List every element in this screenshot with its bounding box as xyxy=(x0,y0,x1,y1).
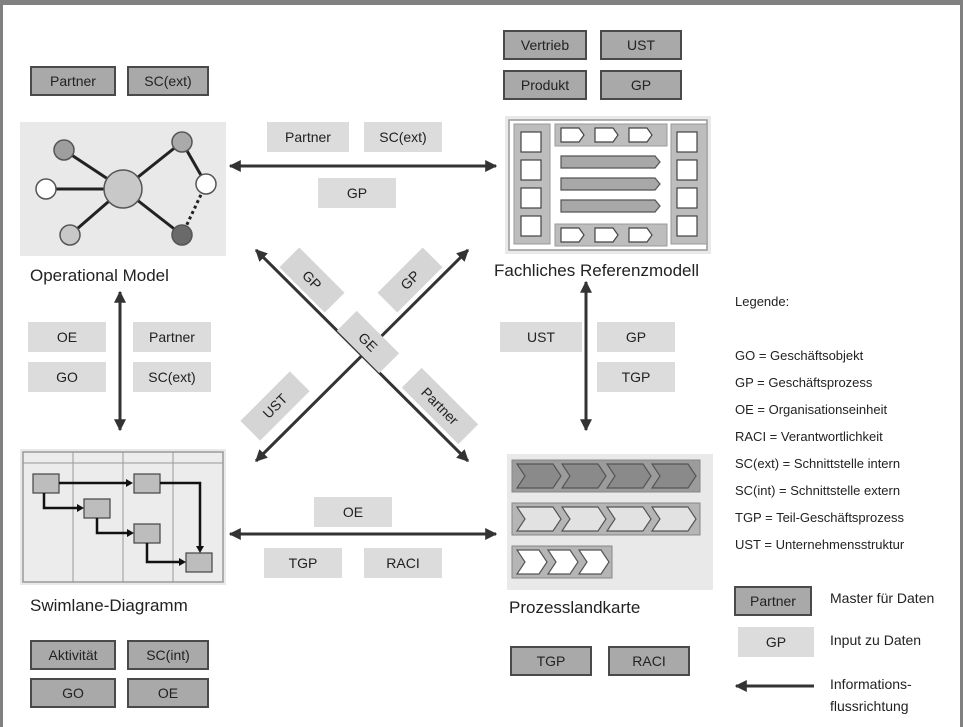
om-input-tag-partner: Partner xyxy=(133,322,211,352)
rm-master-tag-ust: UST xyxy=(600,30,682,60)
legend-entry-gp: GP = Geschäftsprozess xyxy=(735,375,873,390)
network-graphic xyxy=(35,131,217,246)
sw-master-tag-go: GO xyxy=(30,678,116,708)
referenzmodell-title: Fachliches Referenzmodell xyxy=(494,261,700,280)
pk-master-tag-tgp: TGP xyxy=(510,646,592,676)
bottom-flow-tag-raci: RACI xyxy=(364,548,442,578)
top-flow-tag-partner: Partner xyxy=(267,122,349,152)
legend-key-master-tag: Partner xyxy=(734,586,812,616)
rm-master-tag-produkt: Produkt xyxy=(503,70,587,100)
sw-master-tag-scint: SC(int) xyxy=(127,640,209,670)
operational-model-title: Operational Model xyxy=(30,266,169,285)
legend-key-input-text: Input zu Daten xyxy=(830,632,922,648)
prozesslandkarte-graphic xyxy=(511,459,701,579)
rm-master-tag-vertrieb: Vertrieb xyxy=(503,30,587,60)
referenzmodell-graphic xyxy=(508,119,708,251)
rm-input-tag-gp: GP xyxy=(597,322,675,352)
rm-input-tag-tgp: TGP xyxy=(597,362,675,392)
sw-master-tag-oe: OE xyxy=(127,678,209,708)
top-flow-tag-scext: SC(ext) xyxy=(364,122,442,152)
swimlane-title: Swimlane-Diagramm xyxy=(30,596,188,615)
referenzmodell-thumbnail xyxy=(505,116,711,254)
bottom-flow-tag-oe: OE xyxy=(314,497,392,527)
operational-model-thumbnail xyxy=(20,122,226,256)
legend-title: Legende: xyxy=(735,294,790,309)
legend-key-input-tag: GP xyxy=(738,627,814,657)
om-master-tag-scext: SC(ext) xyxy=(127,66,209,96)
om-input-tag-scext: SC(ext) xyxy=(133,362,211,392)
rm-input-tag-ust: UST xyxy=(500,322,582,352)
legend-entry-tgp: TGP = Teil-Geschäftsprozess xyxy=(735,510,904,525)
om-master-tag-partner: Partner xyxy=(30,66,116,96)
legend-key-arrow-text-2: flussrichtung xyxy=(830,698,909,714)
swimlane-graphic xyxy=(22,451,224,583)
top-flow-tag-gp: GP xyxy=(318,178,396,208)
prozesslandkarte-thumbnail xyxy=(507,454,713,590)
om-input-tag-oe: OE xyxy=(28,322,106,352)
rm-master-tag-gp: GP xyxy=(600,70,682,100)
pk-master-tag-raci: RACI xyxy=(608,646,690,676)
swimlane-thumbnail xyxy=(20,449,226,585)
bottom-flow-tag-tgp: TGP xyxy=(264,548,342,578)
sw-master-tag-aktivitaet: Aktivität xyxy=(30,640,116,670)
legend-entry-ust: UST = Unternehmensstruktur xyxy=(735,537,905,552)
legend-key-arrow-text-1: Informations- xyxy=(830,676,912,692)
prozesslandkarte-title: Prozesslandkarte xyxy=(509,598,641,617)
legend-key-master-text: Master für Daten xyxy=(830,590,935,606)
om-input-tag-go: GO xyxy=(28,362,106,392)
legend-entry-go: GO = Geschäftsobjekt xyxy=(735,348,864,363)
legend-entry-scint: SC(int) = Schnittstelle extern xyxy=(735,483,901,498)
legend-entry-oe: OE = Organisationseinheit xyxy=(735,402,888,417)
legend-entry-scext: SC(ext) = Schnittstelle intern xyxy=(735,456,901,471)
legend-entry-raci: RACI = Verantwortlichkeit xyxy=(735,429,883,444)
